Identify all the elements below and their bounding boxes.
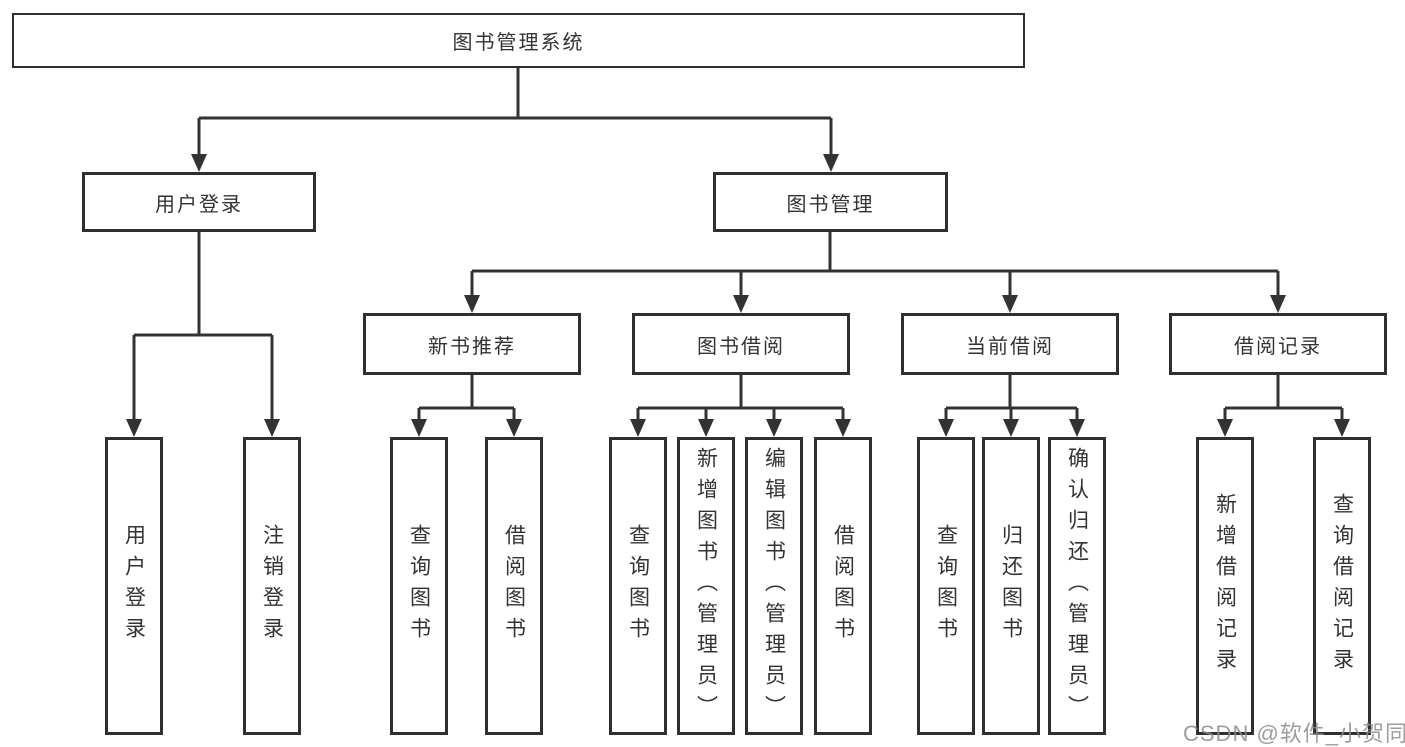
leaf-query-books-2-label: 查询图书 <box>626 524 650 648</box>
node-current-borrow: 当前借阅 <box>901 313 1119 375</box>
arrowheads <box>126 154 1350 437</box>
leaf-borrow-books-1: 借阅图书 <box>485 437 543 735</box>
leaf-confirm-return-admin: 确认归还（管理员） <box>1048 437 1106 735</box>
node-borrow-records: 借阅记录 <box>1169 313 1387 375</box>
node-borrow-records-label: 借阅记录 <box>1234 335 1322 358</box>
leaf-query-books-3: 查询图书 <box>917 437 975 735</box>
node-book-management-label: 图书管理 <box>786 193 875 216</box>
node-new-book-recommend-label: 新书推荐 <box>428 335 516 358</box>
leaf-add-book-admin: 新增图书（管理员） <box>677 437 735 735</box>
leaf-logout-label: 注销登录 <box>260 524 284 648</box>
node-root: 图书管理系统 <box>12 13 1025 68</box>
leaf-user-login: 用户登录 <box>105 437 163 735</box>
leaf-confirm-return-admin-label: 确认归还（管理员） <box>1065 446 1089 726</box>
leaf-edit-book-admin: 编辑图书（管理员） <box>745 437 803 735</box>
leaf-borrow-books-2: 借阅图书 <box>814 437 872 735</box>
leaf-return-book-label: 归还图书 <box>999 524 1023 648</box>
leaf-query-books-3-label: 查询图书 <box>934 524 958 648</box>
leaf-return-book: 归还图书 <box>982 437 1040 735</box>
node-new-book-recommend: 新书推荐 <box>363 313 581 375</box>
leaf-add-borrow-record-label: 新增借阅记录 <box>1213 493 1237 679</box>
leaf-edit-book-admin-label: 编辑图书（管理员） <box>762 446 786 726</box>
watermark: CSDN @软件_小贺同学 <box>1183 721 1405 746</box>
node-user-login: 用户登录 <box>82 172 316 232</box>
node-book-borrow: 图书借阅 <box>632 313 850 375</box>
leaf-borrow-books-1-label: 借阅图书 <box>502 524 526 648</box>
leaf-query-borrow-record: 查询借阅记录 <box>1313 437 1371 735</box>
leaf-query-borrow-record-label: 查询借阅记录 <box>1330 493 1354 679</box>
node-user-login-label: 用户登录 <box>155 193 243 216</box>
node-root-label: 图书管理系统 <box>452 32 585 54</box>
leaf-borrow-books-2-label: 借阅图书 <box>831 524 855 648</box>
leaf-logout: 注销登录 <box>243 437 301 735</box>
leaf-user-login-label: 用户登录 <box>122 524 146 648</box>
node-book-borrow-label: 图书借阅 <box>697 335 785 358</box>
node-current-borrow-label: 当前借阅 <box>966 335 1054 358</box>
connector-stems <box>132 67 1344 421</box>
leaf-add-borrow-record: 新增借阅记录 <box>1196 437 1254 735</box>
node-book-management: 图书管理 <box>713 172 948 232</box>
leaf-query-books-1-label: 查询图书 <box>407 524 431 648</box>
leaf-query-books-1: 查询图书 <box>390 437 448 735</box>
leaf-add-book-admin-label: 新增图书（管理员） <box>694 446 718 726</box>
leaf-query-books-2: 查询图书 <box>609 437 667 735</box>
